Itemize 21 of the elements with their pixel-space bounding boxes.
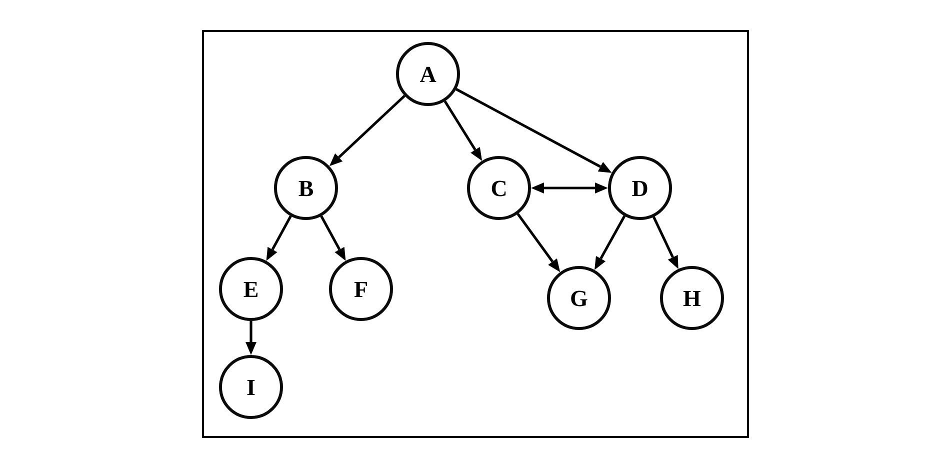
node-label: B [298,176,314,200]
arrow [266,215,292,261]
arrow [516,213,560,272]
node-circle [274,156,338,220]
node-circle [396,42,460,106]
double-arrow [531,182,608,194]
arrow [329,94,406,166]
node-label: C [490,176,508,200]
arrow [320,215,346,261]
arrow [444,100,482,161]
node-label: H [683,286,701,310]
node-label: I [246,376,256,398]
node-label: G [570,286,588,310]
node-label: A [420,62,436,86]
arrow [456,88,612,173]
node-label: D [632,176,648,200]
arrow [652,216,678,270]
node-label: E [243,278,259,300]
arrow [246,321,256,355]
arrow [594,215,626,270]
node-label: F [354,278,368,300]
